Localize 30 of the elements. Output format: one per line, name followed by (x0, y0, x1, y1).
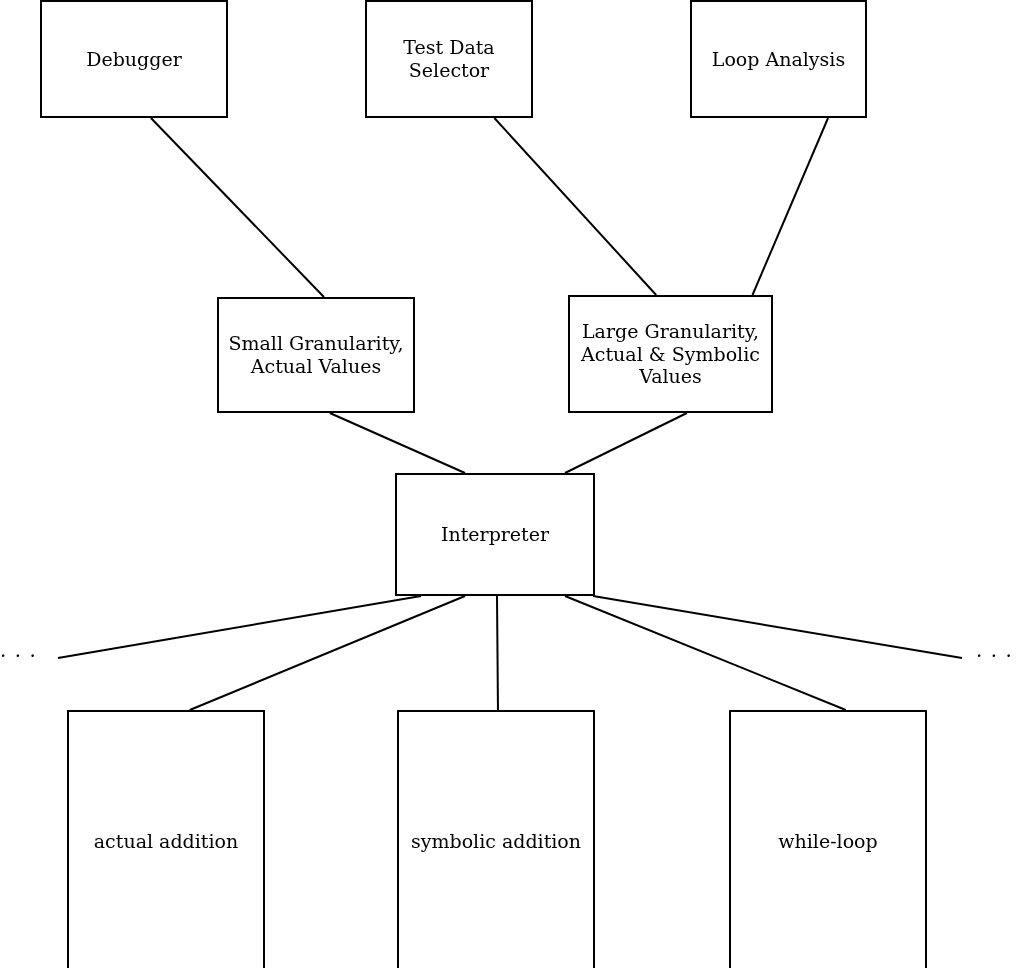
connector-line (751, 117, 830, 296)
process-box (395, 473, 595, 596)
process-box (67, 710, 265, 968)
connector-line (149, 117, 325, 298)
process-box (397, 710, 595, 968)
process-box (729, 710, 927, 968)
box-label: Small Granularity, Actual Values (227, 332, 405, 378)
box-label: Debugger (86, 47, 182, 71)
connector-line (592, 595, 963, 659)
connector-line (188, 595, 466, 711)
process-box (690, 0, 867, 118)
box-label: Interpreter (440, 523, 550, 546)
box-label: actual addition (93, 829, 239, 853)
ellipsis-mark: · · · (976, 644, 1013, 668)
process-box (217, 297, 415, 413)
process-box (365, 0, 533, 118)
box-label: symbolic addition (410, 829, 582, 853)
process-box (40, 0, 228, 118)
connector-line (328, 412, 466, 474)
box-label: Loop Analysis (711, 47, 846, 71)
connector-line (57, 595, 422, 659)
connector-line (493, 117, 658, 296)
connector-line (564, 412, 688, 474)
box-label: Large Granularity, Actual & Symbolic Values (580, 319, 761, 389)
connector-line (564, 595, 847, 711)
connector-line (496, 595, 499, 711)
box-label: Test Data Selector (402, 36, 496, 82)
process-box (568, 295, 773, 413)
box-label: while-loop (778, 829, 878, 853)
ellipsis-mark: · · · (0, 644, 37, 668)
